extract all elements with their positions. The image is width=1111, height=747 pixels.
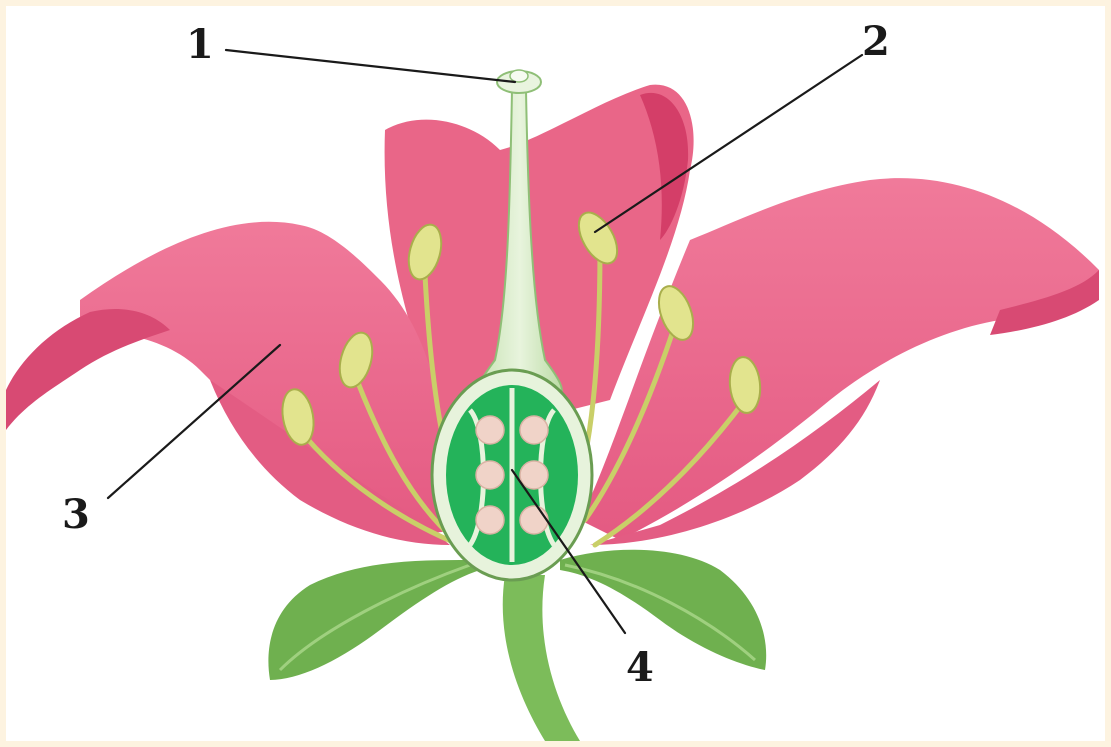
ovule xyxy=(476,506,504,534)
ovule xyxy=(476,461,504,489)
petal-left xyxy=(80,222,450,533)
stem xyxy=(503,575,580,741)
ovule xyxy=(520,416,548,444)
ovule xyxy=(520,506,548,534)
label-3: 3 xyxy=(62,491,90,538)
ovule xyxy=(520,461,548,489)
label-1: 1 xyxy=(186,21,214,68)
sepal-right xyxy=(560,550,766,670)
label-4: 4 xyxy=(626,644,654,691)
label-2: 2 xyxy=(862,18,890,65)
stigma-tip xyxy=(510,70,528,82)
callout-line-1 xyxy=(226,50,515,82)
ovule xyxy=(476,416,504,444)
sepal-left xyxy=(268,560,480,680)
petal-left-tip xyxy=(6,309,170,430)
